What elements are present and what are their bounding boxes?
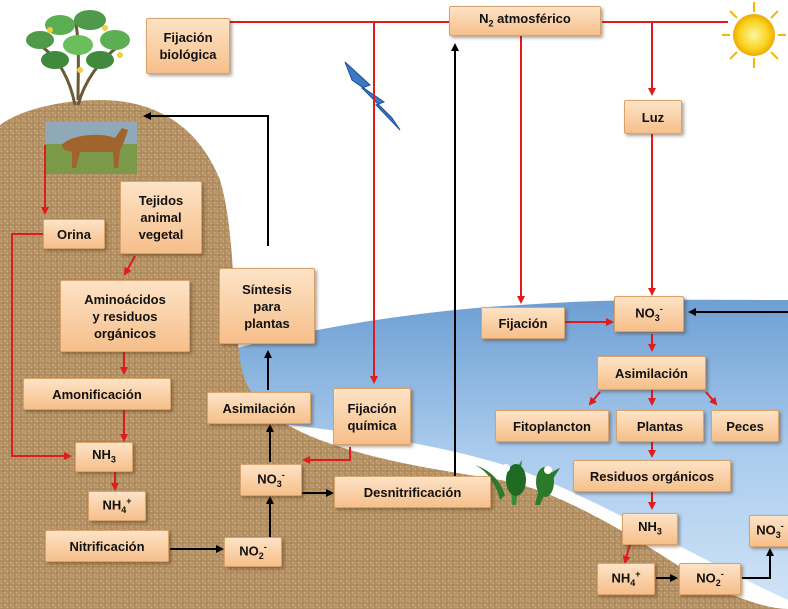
- asimilacion-agua-box: Asimilación: [597, 356, 706, 390]
- nh4-soil-label: NH4+: [102, 493, 131, 519]
- n2-atmosferico-box: N2 atmosférico: [449, 6, 601, 36]
- no3-soil-label: NO3-: [257, 467, 285, 493]
- n2-atmosferico-label: N2 atmosférico: [479, 10, 571, 33]
- fijacion-label: Fijación: [498, 315, 547, 332]
- sintesis-box: Síntesis para plantas: [219, 268, 315, 344]
- arrow-fijacion-quimica-to-no3: [304, 447, 350, 460]
- plantas-label: Plantas: [637, 418, 683, 435]
- nh3-soil-box: NH3: [75, 442, 133, 472]
- fijacion-quimica-box: Fijación química: [333, 388, 411, 445]
- fijacion-box: Fijación: [481, 307, 565, 339]
- arrow-asimilacion-to-fitoplancton: [590, 392, 600, 404]
- arrow-tejidos-to-aminoacidos: [125, 256, 135, 274]
- nitrificacion-label: Nitrificación: [69, 538, 144, 555]
- nh4-water-box: NH4+: [597, 563, 655, 595]
- tejidos-box: Tejidos animal vegetal: [120, 181, 202, 254]
- no2-soil-box: NO2-: [224, 537, 282, 567]
- no3-soil-box: NO3-: [240, 464, 302, 496]
- aminoacidos-box: Aminoácidos y residuos orgánicos: [60, 280, 190, 352]
- no3-corner-box: NO3-: [749, 515, 788, 547]
- asimilacion-suelo-label: Asimilación: [223, 400, 296, 417]
- fijacion-biologica-box: Fijación biológica: [146, 18, 230, 74]
- nh3-water-box: NH3: [622, 513, 678, 545]
- no3-corner-label: NO3-: [756, 518, 784, 544]
- arrow-nh3-to-nh4-water: [625, 544, 630, 562]
- amonificacion-box: Amonificación: [23, 378, 171, 410]
- residuos-organicos-label: Residuos orgánicos: [590, 468, 714, 485]
- amonificacion-label: Amonificación: [52, 386, 142, 403]
- fijacion-biologica-label: Fijación biológica: [159, 29, 216, 63]
- arrow-asimilacion-to-peces: [706, 392, 716, 404]
- tejidos-label: Tejidos animal vegetal: [139, 192, 184, 243]
- peces-label: Peces: [726, 418, 764, 435]
- plantas-box: Plantas: [616, 410, 704, 442]
- no3-water-label: NO3-: [635, 301, 663, 327]
- no2-soil-label: NO2-: [239, 539, 267, 565]
- fijacion-quimica-label: Fijación química: [347, 400, 396, 434]
- luz-box: Luz: [624, 100, 682, 134]
- orina-label: Orina: [57, 226, 91, 243]
- nh3-soil-label: NH3: [92, 446, 116, 469]
- aminoacidos-label: Aminoácidos y residuos orgánicos: [84, 291, 166, 342]
- desnitrificacion-box: Desnitrificación: [334, 476, 491, 508]
- asimilacion-agua-label: Asimilación: [615, 365, 688, 382]
- sintesis-label: Síntesis para plantas: [242, 281, 292, 332]
- fitoplancton-box: Fitoplancton: [495, 410, 609, 442]
- residuos-organicos-box: Residuos orgánicos: [573, 460, 731, 492]
- arrow-no2-to-no3-water: [742, 550, 770, 578]
- no2-water-label: NO2-: [696, 566, 724, 592]
- desnitrificacion-label: Desnitrificación: [364, 484, 462, 501]
- no3-water-box: NO3-: [614, 296, 684, 332]
- luz-label: Luz: [642, 109, 664, 126]
- fitoplancton-label: Fitoplancton: [513, 418, 591, 435]
- orina-box: Orina: [43, 219, 105, 249]
- peces-box: Peces: [711, 410, 779, 442]
- nitrificacion-box: Nitrificación: [45, 530, 169, 562]
- nh3-water-label: NH3: [638, 518, 662, 541]
- nh4-soil-box: NH4+: [88, 491, 146, 521]
- asimilacion-suelo-box: Asimilación: [207, 392, 311, 424]
- no2-water-box: NO2-: [679, 563, 741, 595]
- nh4-water-label: NH4+: [611, 566, 640, 592]
